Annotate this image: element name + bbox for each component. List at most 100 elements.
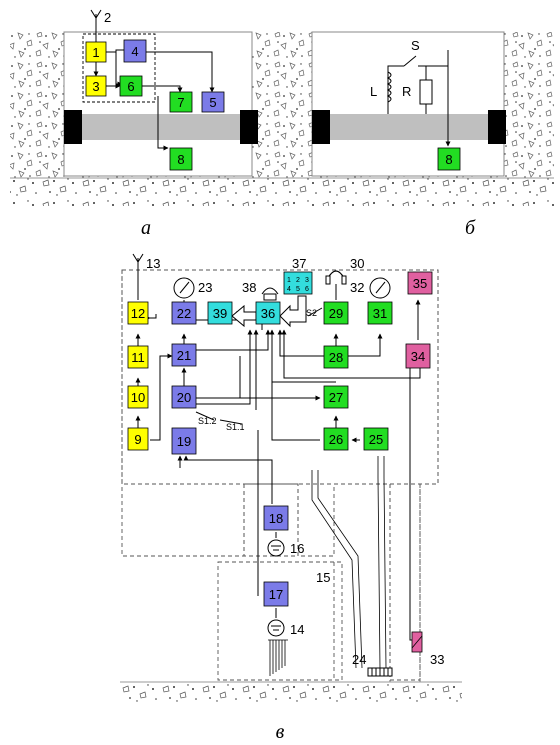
arrow-36-to-39 bbox=[231, 304, 257, 328]
antenna-icon bbox=[90, 9, 102, 42]
svg-text:12: 12 bbox=[131, 306, 145, 321]
svg-text:6: 6 bbox=[127, 79, 134, 94]
label-13: 13 bbox=[146, 256, 160, 271]
block-9: 9 bbox=[127, 427, 149, 451]
switch-s1-2-icon bbox=[195, 411, 215, 421]
sensor-24-icon bbox=[367, 667, 393, 677]
label-23: 23 bbox=[198, 280, 212, 295]
label-r: R bbox=[402, 84, 411, 99]
soil-layer bbox=[10, 178, 288, 206]
label-s2: S2 bbox=[306, 308, 317, 318]
block-35: 35 bbox=[407, 271, 433, 295]
label-l: L bbox=[370, 84, 377, 99]
label-s1-1: S1.1 bbox=[226, 422, 245, 432]
switch-s2-icon bbox=[307, 307, 323, 317]
block-34: 34 bbox=[405, 343, 431, 369]
label-30: 30 bbox=[350, 256, 364, 271]
svg-text:8: 8 bbox=[177, 152, 184, 167]
block-21: 21 bbox=[171, 343, 197, 367]
svg-text:25: 25 bbox=[369, 432, 383, 447]
svg-text:6: 6 bbox=[305, 286, 309, 293]
block-19: 19 bbox=[171, 427, 197, 455]
svg-text:9: 9 bbox=[134, 432, 141, 447]
svg-text:7: 7 bbox=[177, 95, 184, 110]
block-7: 7 bbox=[169, 91, 193, 113]
block-17: 17 bbox=[263, 581, 289, 607]
svg-text:1: 1 bbox=[287, 277, 291, 284]
enclosure-15 bbox=[217, 561, 343, 681]
label-33: 33 bbox=[430, 652, 444, 667]
transmitter-group bbox=[82, 33, 156, 103]
headphones-30-icon bbox=[325, 270, 347, 300]
svg-text:2: 2 bbox=[296, 277, 300, 284]
caption-b: б bbox=[465, 217, 476, 239]
label-s1-2: S1.2 bbox=[198, 416, 217, 426]
svg-text:5: 5 bbox=[296, 286, 300, 293]
label-32: 32 bbox=[350, 280, 364, 295]
block-6: 6 bbox=[119, 75, 143, 97]
block-4: 4 bbox=[123, 39, 147, 63]
label-24: 24 bbox=[352, 652, 366, 667]
label-16: 16 bbox=[290, 541, 304, 556]
antenna-13-icon bbox=[132, 253, 144, 300]
label-37: 37 bbox=[292, 256, 306, 271]
svg-text:19: 19 bbox=[177, 434, 191, 449]
svg-text:3: 3 bbox=[92, 79, 99, 94]
block-11: 11 bbox=[127, 345, 149, 369]
block-1: 1 bbox=[85, 41, 107, 63]
svg-text:4: 4 bbox=[131, 44, 138, 59]
svg-text:11: 11 bbox=[131, 350, 145, 365]
block-18: 18 bbox=[263, 505, 289, 531]
antenna-label: 2 bbox=[104, 10, 111, 25]
svg-text:18: 18 bbox=[269, 511, 283, 526]
block-10: 10 bbox=[127, 385, 149, 409]
label-s: S bbox=[411, 38, 420, 53]
svg-text:29: 29 bbox=[329, 306, 343, 321]
pipe-flange-left bbox=[64, 110, 82, 144]
battery-14-icon bbox=[267, 619, 285, 637]
label-15: 15 bbox=[316, 570, 330, 585]
svg-text:8: 8 bbox=[445, 152, 452, 167]
svg-text:27: 27 bbox=[329, 390, 343, 405]
inductor-icon bbox=[386, 71, 392, 103]
block-25: 25 bbox=[363, 427, 389, 451]
speaker-38-icon bbox=[261, 287, 279, 301]
svg-text:35: 35 bbox=[413, 276, 427, 291]
svg-text:4: 4 bbox=[287, 286, 291, 293]
svg-text:20: 20 bbox=[177, 390, 191, 405]
keypad-37: 1 2 3 4 5 6 bbox=[283, 271, 313, 295]
arrow-37-to-36 bbox=[279, 295, 307, 328]
label-14: 14 bbox=[290, 622, 304, 637]
svg-text:36: 36 bbox=[261, 306, 275, 321]
panel-c: 13 bbox=[120, 253, 462, 704]
block-31: 31 bbox=[367, 301, 393, 325]
block-39: 39 bbox=[207, 301, 233, 325]
block-29: 29 bbox=[323, 301, 349, 325]
block-27: 27 bbox=[323, 385, 349, 409]
svg-text:39: 39 bbox=[213, 306, 227, 321]
svg-text:21: 21 bbox=[177, 348, 191, 363]
svg-text:17: 17 bbox=[269, 587, 283, 602]
svg-text:22: 22 bbox=[177, 306, 191, 321]
block-28: 28 bbox=[323, 345, 349, 369]
gauge-32-icon bbox=[369, 277, 391, 299]
room-interior-b bbox=[311, 31, 505, 177]
panel-a: 2 1 4 3 6 7 5 8 bbox=[10, 9, 288, 206]
lr-circuit bbox=[386, 50, 451, 147]
switch-s1-1-icon bbox=[219, 419, 243, 425]
pipe-flange-right-b bbox=[488, 110, 506, 144]
gauge-23-icon bbox=[173, 277, 195, 299]
svg-text:31: 31 bbox=[373, 306, 387, 321]
soil-layer-b bbox=[258, 178, 554, 206]
svg-text:1: 1 bbox=[92, 45, 99, 60]
pipe-flange-right bbox=[240, 110, 258, 144]
caption-a: а bbox=[141, 217, 151, 239]
block-8a: 8 bbox=[169, 147, 193, 171]
resistor-icon bbox=[419, 79, 433, 105]
soil-layer-c bbox=[120, 682, 462, 704]
svg-text:10: 10 bbox=[131, 390, 145, 405]
label-38: 38 bbox=[242, 280, 256, 295]
caption-c: в bbox=[276, 721, 285, 743]
block-8b: 8 bbox=[437, 147, 461, 171]
